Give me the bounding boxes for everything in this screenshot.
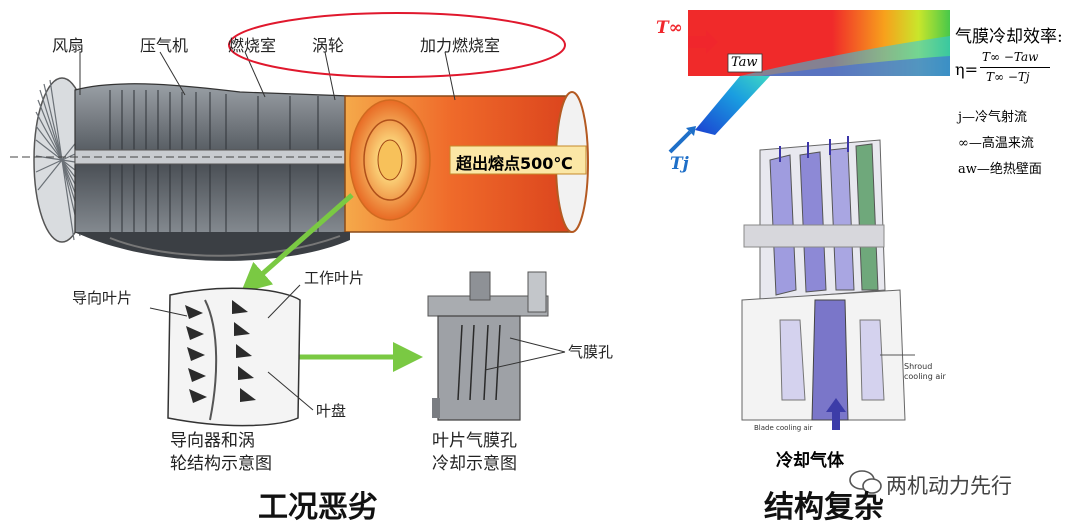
- t-j-label: Tj: [670, 154, 689, 174]
- t-inf-label: T∞: [656, 18, 683, 38]
- combustor-label: 燃烧室: [228, 36, 277, 55]
- compressor-label: 压气机: [140, 36, 189, 55]
- turbine-stage-drawing: [167, 287, 301, 427]
- afterburner-label: 加力燃烧室: [420, 36, 501, 55]
- film-holes-label: 气膜孔: [568, 343, 614, 361]
- film-hole-leaders: [484, 337, 566, 371]
- hot-flow-arrow: [688, 30, 718, 54]
- blade-caption-line2: 冷却示意图: [432, 454, 517, 474]
- formula-numerator: T∞ −Taw: [982, 50, 1039, 64]
- turbine-caption-line2: 轮结构示意图: [170, 454, 272, 474]
- shroud-label-2: cooling air: [904, 372, 946, 381]
- guide-vane-label: 导向叶片: [72, 289, 133, 307]
- fan-label: 风扇: [52, 36, 85, 55]
- turbine-leaders: [149, 284, 314, 411]
- formula-bar: [980, 67, 1050, 68]
- blade-caption-line1: 叶片气膜孔: [432, 431, 517, 451]
- film-cooling-contour: [688, 10, 950, 135]
- efficiency-title: 气膜冷却效率:: [955, 27, 1063, 47]
- left-section-title: 工况恶劣: [258, 490, 378, 525]
- watermark-text: 两机动力先行: [886, 474, 1012, 498]
- highlight-oval: [228, 12, 566, 78]
- cooled-blade-section: [741, 136, 915, 430]
- t-aw-label: Taw: [731, 55, 758, 70]
- cooled-blade-drawing: [427, 271, 549, 421]
- coolant-label: 冷却气体: [776, 451, 844, 471]
- legend-inflow: ∞—高温来流: [958, 136, 1034, 151]
- legend-wall: aw—绝热壁面: [958, 162, 1042, 177]
- formula-eta: η=: [955, 60, 978, 79]
- formula-denominator: T∞ −Tj: [986, 70, 1030, 84]
- blade-cooling-label: Blade cooling air: [754, 424, 813, 432]
- wechat-icon: [849, 470, 882, 494]
- disk-label: 叶盘: [316, 402, 347, 420]
- right-section-title: 结构复杂: [764, 490, 884, 525]
- temp-callout-box: [449, 145, 587, 175]
- green-arrow-down: [240, 193, 354, 293]
- legend-jet: j—冷气射流: [958, 110, 1028, 125]
- turbine-caption-line1: 导向器和涡: [170, 431, 255, 451]
- temp-callout-text: 超出熔点500℃: [456, 154, 573, 173]
- rotor-blade-label: 工作叶片: [304, 269, 365, 287]
- turbine-label: 涡轮: [312, 36, 345, 55]
- coolant-inlet-arrow: [668, 130, 692, 154]
- shroud-label-1: Shroud: [904, 362, 933, 371]
